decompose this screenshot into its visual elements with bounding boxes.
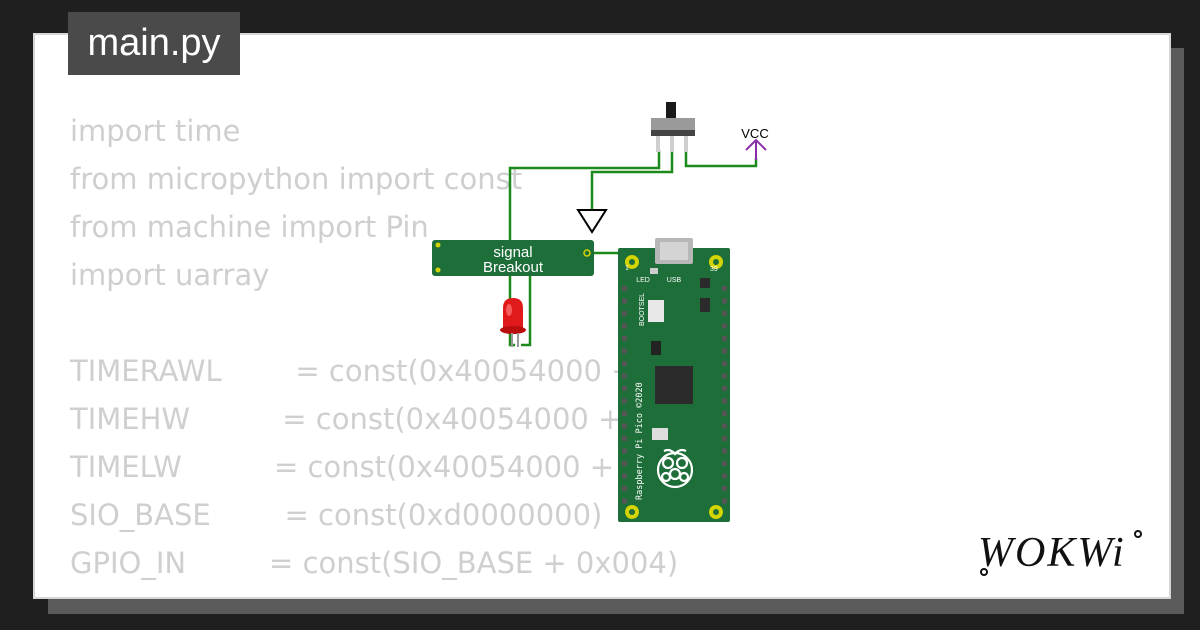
pico-header-pin — [622, 336, 627, 341]
pico-header-pin — [622, 361, 627, 366]
pico-header-pin — [722, 411, 727, 416]
pico-header-pin — [722, 461, 727, 466]
pico-pin1-label: 1 — [625, 265, 629, 272]
vcc-label: VCC — [741, 126, 768, 141]
pico-header-pin — [722, 323, 727, 329]
pico-header-pin — [722, 498, 727, 504]
pico-header-pin — [622, 448, 627, 454]
red-led[interactable] — [500, 298, 526, 347]
wokwi-logo-mark: WOKWi — [978, 530, 1142, 576]
pico-header-pin — [622, 498, 627, 504]
code-line: PIN = const(2) — [70, 587, 729, 597]
pico-header-pin — [622, 298, 627, 304]
pico-header-pin — [722, 386, 727, 391]
pico-led-label: LED — [636, 277, 650, 284]
file-tab-label: main.py — [87, 22, 221, 64]
pico-header-pin — [622, 398, 627, 404]
pico-header-pin — [622, 436, 627, 441]
pico-header-pin — [622, 348, 627, 354]
pico-header-pin — [722, 398, 727, 404]
breakout-label-line2: Breakout — [483, 259, 544, 276]
raspberry-logo-icon — [656, 448, 694, 489]
code-line: SIO_BASE = const(0xd0000000) — [70, 498, 603, 532]
pico-header-pin — [622, 386, 627, 391]
pico-header-pin — [622, 311, 627, 316]
pico-header-pin — [722, 348, 727, 354]
pico-header-pin — [722, 298, 727, 304]
pico-side-text: Raspberry Pi Pico ©2020 — [635, 382, 645, 500]
pico-usb-label: USB — [667, 277, 682, 284]
pico-header-pin — [622, 461, 627, 466]
wire-switch-to-ground — [590, 150, 674, 210]
code-line: import time — [70, 114, 241, 148]
pico-header-pin — [622, 486, 627, 491]
pico-header-pin — [622, 323, 627, 329]
wire-led-to-breakout — [521, 272, 532, 347]
pico-header-pin — [722, 286, 727, 291]
pico-header-pin — [722, 436, 727, 441]
pico-pin40-label: 39 — [710, 266, 718, 273]
pico-header-pin — [622, 373, 627, 379]
pico-header-pin — [622, 286, 627, 291]
pico-header-pin — [722, 486, 727, 491]
vcc-symbol: VCC — [741, 126, 769, 160]
code-line: from machine import Pin — [70, 210, 429, 244]
pico-header-pin — [722, 448, 727, 454]
pico-header-pin — [622, 411, 627, 416]
pico-header-pin — [722, 473, 727, 479]
pico-header-pin — [622, 423, 627, 429]
code-line: import uarray — [70, 258, 270, 292]
slide-switch[interactable] — [651, 102, 695, 152]
pico-header-pin — [722, 423, 727, 429]
wire-switch-to-vcc — [684, 150, 758, 168]
ground-symbol — [576, 209, 608, 234]
breakout-label-line1: signal — [493, 244, 532, 261]
brand-name: WOKWi — [978, 530, 1126, 576]
raspberry-pi-pico[interactable]: USB LED 1 39 BOOTSEL Raspberry Pi Pico ©… — [618, 238, 730, 522]
pico-header-pin — [722, 361, 727, 366]
wokwi-logo: WOKWi — [978, 528, 1148, 580]
pico-header-pin — [722, 311, 727, 316]
pico-header-pin — [722, 336, 727, 341]
signal-breakout[interactable]: signal Breakout — [432, 240, 594, 276]
code-line: GPIO_IN = const(SIO_BASE + 0x004) — [70, 546, 679, 580]
pico-bootsel-label: BOOTSEL — [639, 293, 646, 326]
pico-header-pin — [722, 373, 727, 379]
pico-header-pin — [622, 473, 627, 479]
file-tab[interactable]: main.py — [68, 12, 240, 75]
